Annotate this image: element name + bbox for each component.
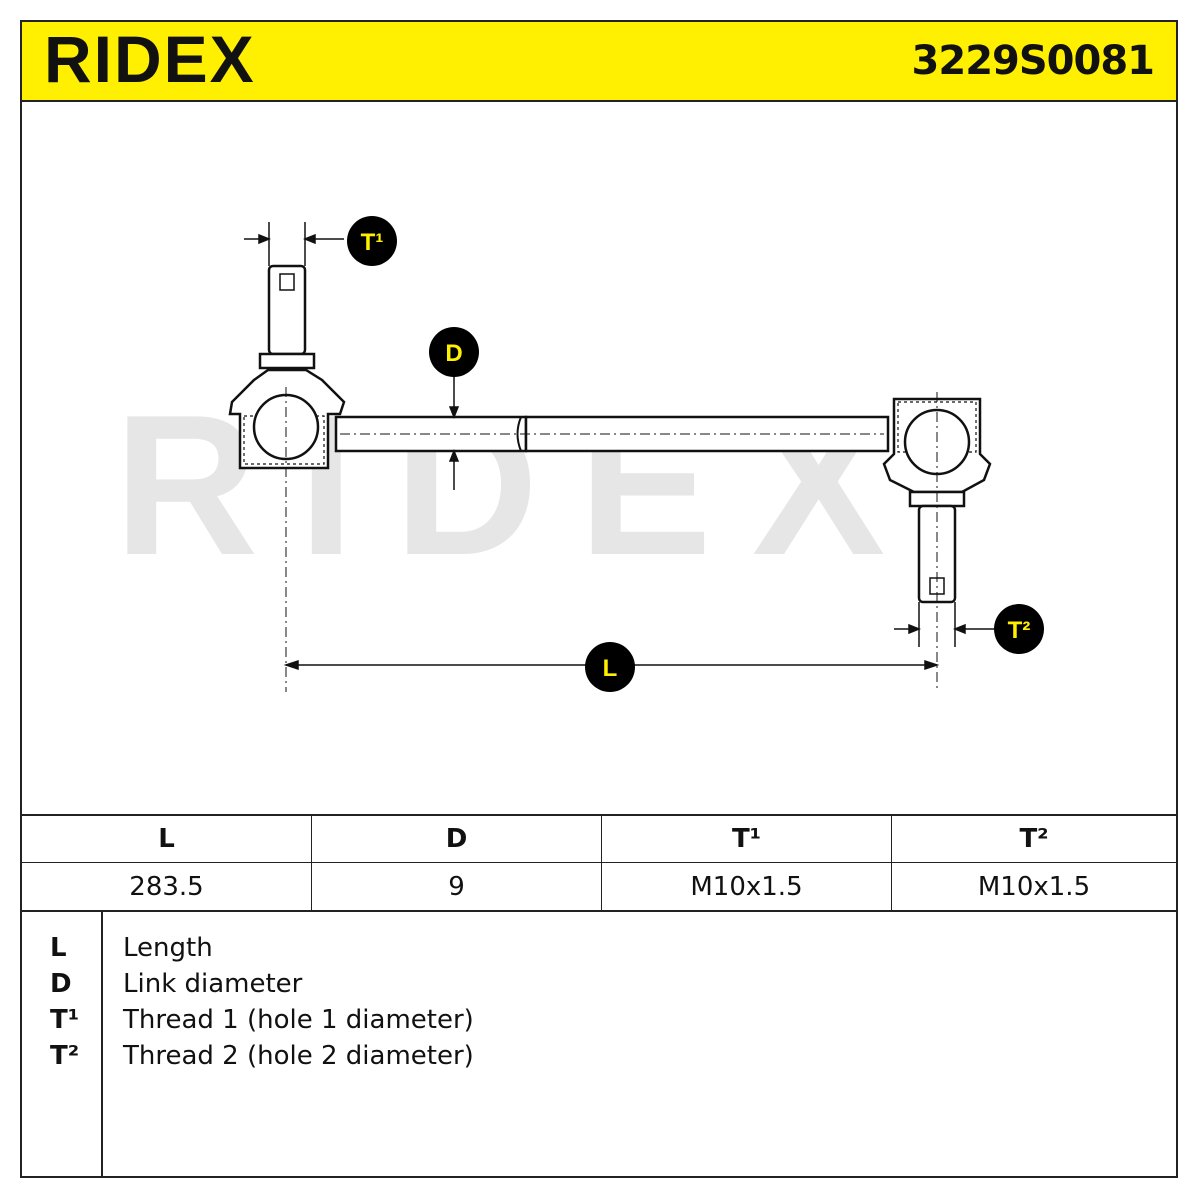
legend-divider (101, 912, 103, 1176)
spec-header-l: L (22, 816, 312, 863)
legend-row: L Length (22, 930, 1176, 966)
t1-arrow-right (302, 233, 316, 245)
callout-t1: T¹ (347, 216, 397, 266)
spec-value-t2: M10x1.5 (977, 871, 1091, 902)
legend-text: Link diameter (123, 969, 303, 999)
t2-arrow-right (952, 623, 966, 635)
legend-code: T¹ (50, 1005, 80, 1035)
t1-arrow-left (258, 233, 272, 245)
legend-row: D Link diameter (22, 966, 1176, 1002)
callout-t1-label: T¹ (361, 229, 384, 256)
spec-value-d: 9 (312, 863, 602, 910)
left-collar (258, 352, 316, 370)
d-arrow-bottom (448, 448, 460, 462)
spec-header-t2: T² (892, 816, 1176, 863)
legend-row: T¹ Thread 1 (hole 1 diameter) (22, 1002, 1176, 1038)
legend-code: L (50, 933, 67, 963)
spec-header-t1: T¹ (602, 816, 892, 863)
spec-header-d: D (312, 816, 602, 863)
right-housing-hatch (897, 401, 977, 453)
d-arrow-top (448, 406, 460, 420)
sheet-frame: RIDEX 3229S0081 RIDEX (20, 20, 1178, 1178)
header-bar: RIDEX 3229S0081 (22, 22, 1176, 102)
legend-text: Thread 2 (hole 2 diameter) (123, 1041, 474, 1071)
left-housing-hatch (243, 415, 325, 465)
spec-value-t1: M10x1.5 (602, 863, 892, 910)
legend-code: D (50, 969, 72, 999)
l-arrow-right (924, 659, 940, 671)
left-hex-socket (279, 273, 295, 291)
part-number: 3229S0081 (911, 38, 1155, 84)
spec-table: L D T¹ T² 283.5 9 M10x1.5 M10x1.5 (22, 814, 1176, 912)
legend: L Length D Link diameter T¹ Thread 1 (ho… (22, 912, 1176, 1176)
legend-row: T² Thread 2 (hole 2 diameter) (22, 1038, 1176, 1074)
callout-t2-label: T² (1008, 617, 1031, 644)
legend-text: Length (123, 933, 213, 963)
callout-t2: T² (994, 604, 1044, 654)
technical-drawing: RIDEX (114, 216, 1044, 692)
brand-logo: RIDEX (44, 24, 256, 96)
callout-d: D (429, 327, 479, 377)
callout-d-label: D (445, 340, 462, 367)
callout-l-label: L (603, 655, 618, 682)
callout-l: L (585, 642, 635, 692)
legend-text: Thread 1 (hole 1 diameter) (123, 1005, 474, 1035)
stabilizer-link-drawing (228, 264, 992, 692)
rod-break-mark (516, 416, 522, 452)
legend-code: T² (50, 1041, 80, 1071)
t2-arrow-left (908, 623, 922, 635)
l-arrow-left (283, 659, 299, 671)
spec-value-l: 283.5 (22, 863, 312, 910)
brand-logo-text: RIDEX (44, 24, 256, 96)
